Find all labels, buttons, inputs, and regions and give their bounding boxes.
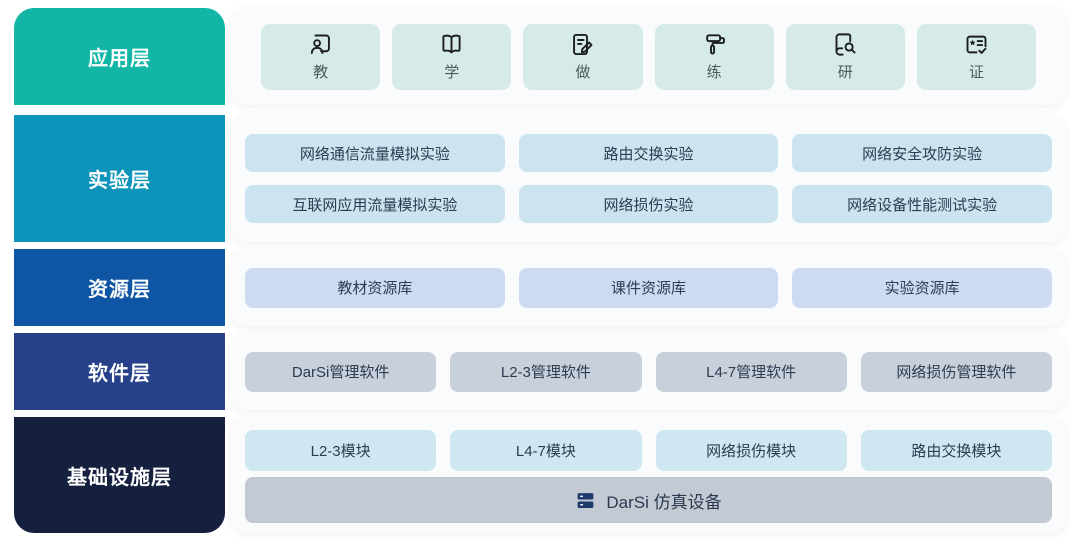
practice-icon — [701, 31, 728, 58]
infrastructure-layer-card: L2-3模块 L4-7模块 网络损伤模块 路由交换模块 DarSi 仿真设备 — [231, 417, 1066, 533]
software-tile: L2-3管理软件 — [450, 351, 642, 392]
software-tile: 网络损伤管理软件 — [860, 351, 1052, 392]
application-layer-row: 应用层 教 学 — [14, 8, 1066, 105]
application-layer-card: 教 学 做 — [231, 8, 1066, 105]
simulation-device-bar: DarSi 仿真设备 — [245, 477, 1052, 523]
app-tile-do: 做 — [523, 23, 643, 90]
app-tile-label: 证 — [968, 64, 984, 81]
research-icon — [832, 31, 859, 58]
infrastructure-layer-label: 基础设施层 — [14, 417, 225, 533]
app-tile-learn: 学 — [392, 23, 512, 90]
app-tile-label: 教 — [313, 64, 329, 81]
app-tile-label: 做 — [575, 64, 591, 81]
infrastructure-modules-row: L2-3模块 L4-7模块 网络损伤模块 路由交换模块 — [245, 430, 1052, 471]
app-tile-label: 学 — [444, 64, 460, 81]
module-tile: 路由交换模块 — [860, 430, 1052, 471]
experiment-tile: 网络通信流量模拟实验 — [245, 134, 505, 172]
experiment-row-1: 网络通信流量模拟实验 路由交换实验 网络安全攻防实验 — [245, 134, 1053, 172]
software-tile: L4-7管理软件 — [655, 351, 847, 392]
learn-icon — [438, 31, 465, 58]
software-layer-card: DarSi管理软件 L2-3管理软件 L4-7管理软件 网络损伤管理软件 — [231, 333, 1066, 410]
resource-layer-row: 资源层 教材资源库 课件资源库 实验资源库 — [14, 249, 1066, 326]
app-tile-teach: 教 — [261, 23, 381, 90]
app-tile-research: 研 — [785, 23, 905, 90]
resource-tile: 实验资源库 — [792, 267, 1053, 308]
resource-layer-card: 教材资源库 课件资源库 实验资源库 — [231, 249, 1066, 326]
certify-icon — [963, 31, 990, 58]
experiment-layer-card: 网络通信流量模拟实验 路由交换实验 网络安全攻防实验 互联网应用流量模拟实验 网… — [231, 115, 1066, 242]
app-tile-practice: 练 — [654, 23, 774, 90]
module-tile: 网络损伤模块 — [655, 430, 847, 471]
resource-layer-label: 资源层 — [14, 249, 225, 326]
experiment-tile: 互联网应用流量模拟实验 — [245, 185, 505, 223]
experiment-tile: 网络安全攻防实验 — [792, 134, 1053, 172]
experiment-tile: 网络损伤实验 — [518, 185, 779, 223]
application-layer-label: 应用层 — [14, 8, 225, 105]
module-tile: L4-7模块 — [450, 430, 642, 471]
experiment-tile: 路由交换实验 — [518, 134, 779, 172]
app-tile-label: 研 — [837, 64, 853, 81]
simulation-device-label: DarSi 仿真设备 — [606, 492, 722, 512]
infrastructure-layer-row: 基础设施层 L2-3模块 L4-7模块 网络损伤模块 路由交换模块 DarSi … — [14, 417, 1066, 533]
experiment-layer-row: 实验层 网络通信流量模拟实验 路由交换实验 网络安全攻防实验 互联网应用流量模拟… — [14, 115, 1066, 242]
experiment-layer-label: 实验层 — [14, 115, 225, 242]
software-layer-row: 软件层 DarSi管理软件 L2-3管理软件 L4-7管理软件 网络损伤管理软件 — [14, 333, 1066, 410]
experiment-row-2: 互联网应用流量模拟实验 网络损伤实验 网络设备性能测试实验 — [245, 185, 1053, 223]
do-icon — [569, 31, 596, 58]
resource-tile: 课件资源库 — [518, 267, 779, 308]
resource-tile: 教材资源库 — [245, 267, 505, 308]
experiment-tile: 网络设备性能测试实验 — [792, 185, 1053, 223]
software-tile: DarSi管理软件 — [245, 351, 437, 392]
module-tile: L2-3模块 — [245, 430, 437, 471]
teach-icon — [307, 31, 334, 58]
software-layer-label: 软件层 — [14, 333, 225, 410]
server-icon — [575, 490, 596, 511]
app-tile-label: 练 — [706, 64, 722, 81]
app-tile-certify: 证 — [916, 23, 1037, 90]
